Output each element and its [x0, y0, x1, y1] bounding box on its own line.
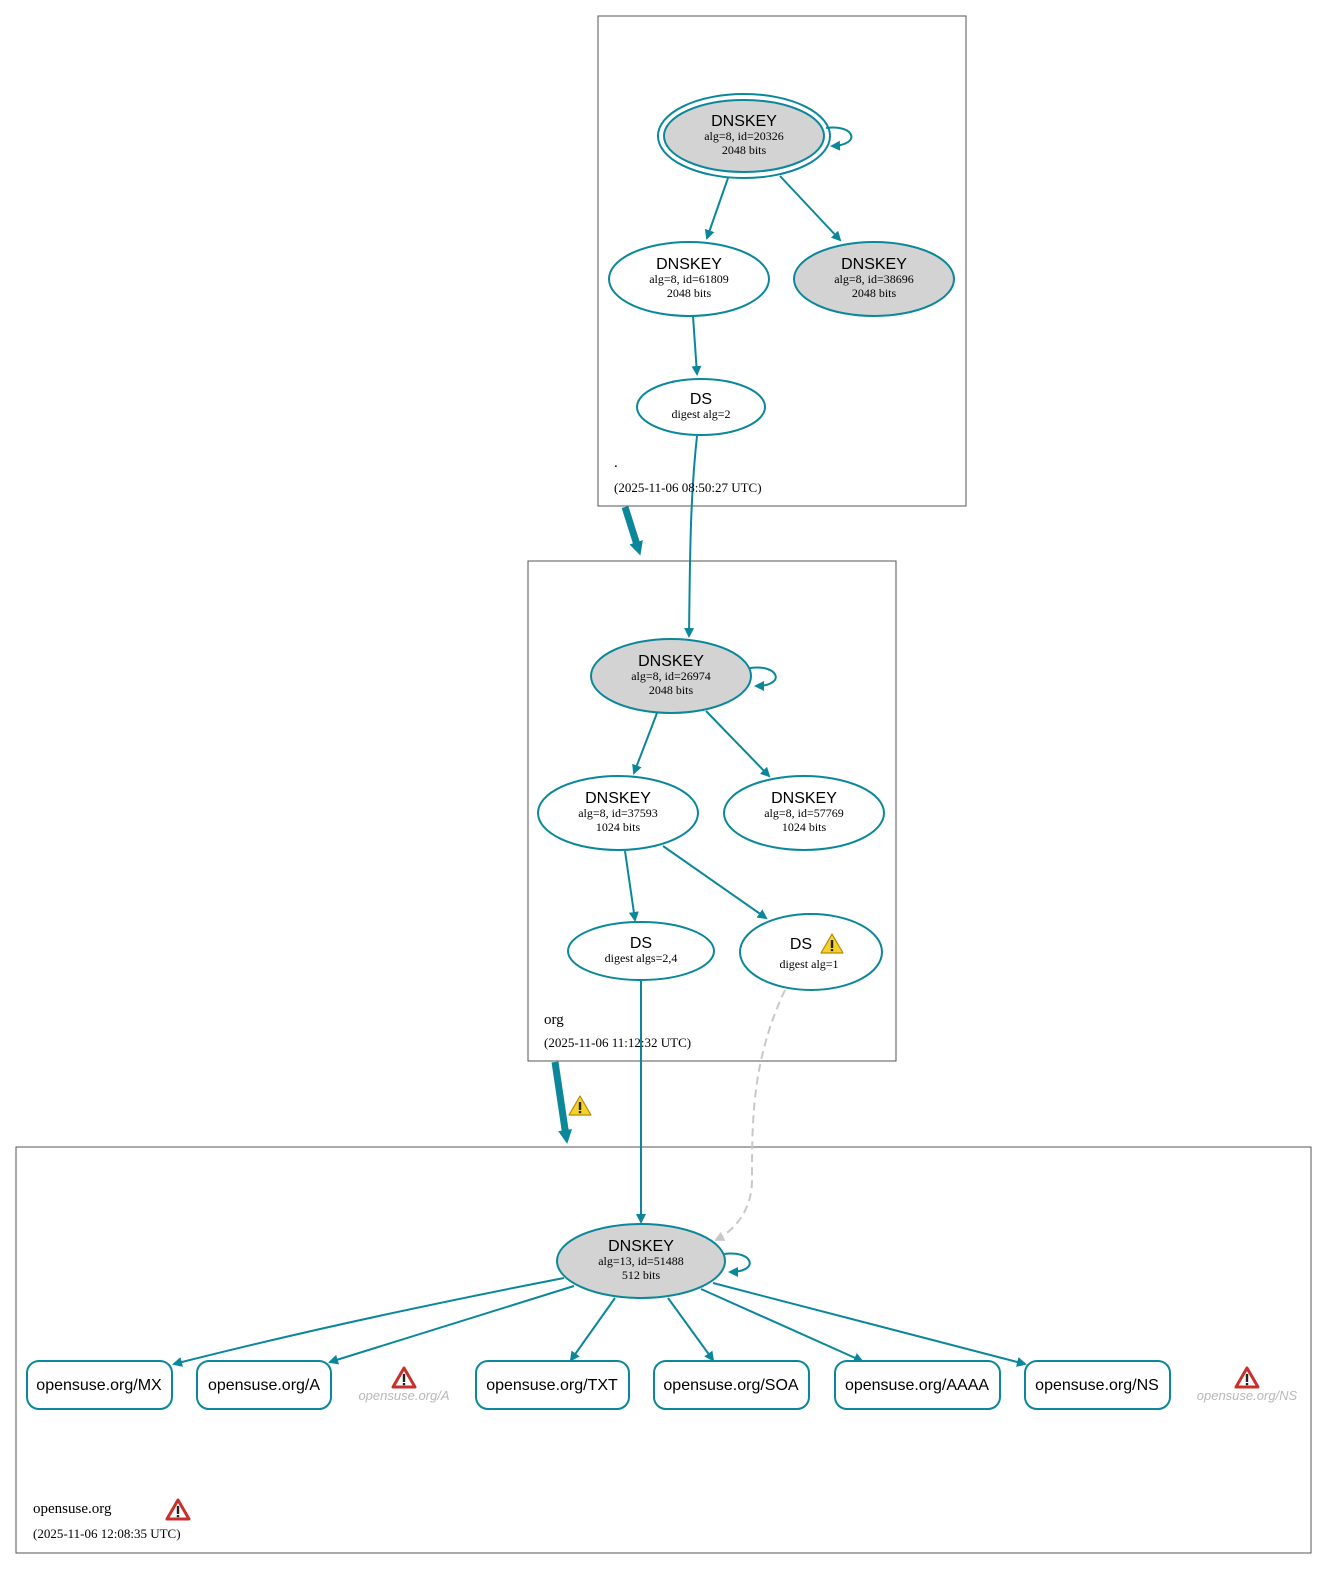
node-org-zsk2-bits: 1024 bits — [782, 820, 827, 834]
node-org-ds1-digest: digest algs=2,4 — [605, 951, 678, 965]
edge-root-ds-org-ksk — [684, 435, 698, 638]
edge-org-ksk-zsk1 — [632, 712, 658, 775]
delegation-arrow-org-opensuse — [551, 1061, 573, 1144]
node-root-key3[interactable]: DNSKEY alg=8, id=38696 2048 bits — [793, 241, 955, 317]
node-org-ds1-title: DS — [630, 935, 652, 952]
zone-org-name: org — [544, 1012, 564, 1028]
node-root-ksk-title: DNSKEY — [711, 113, 777, 130]
rrset-soa-label: opensuse.org/SOA — [663, 1377, 799, 1394]
node-root-ds-title: DS — [690, 391, 712, 408]
node-root-ksk-bits: 2048 bits — [722, 143, 767, 157]
edge-os-key-mx — [172, 1277, 565, 1367]
zone-opensuse-timestamp: (2025-11-06 12:08:35 UTC) — [33, 1526, 181, 1541]
node-root-key3-bits: 2048 bits — [852, 286, 897, 300]
edge-org-zsk1-ds1 — [624, 850, 639, 922]
edge-root-zsk-ds — [691, 315, 702, 376]
zone-org-timestamp: (2025-11-06 11:12:32 UTC) — [544, 1035, 691, 1050]
edge-os-key-ns — [712, 1282, 1027, 1367]
zone-root-box — [597, 15, 967, 507]
node-opensuse-key-id: alg=13, id=51488 — [598, 1254, 684, 1268]
delegation-arrow-root-org — [621, 505, 643, 556]
zone-opensuse-name: opensuse.org — [33, 1501, 112, 1517]
node-org-zsk1-title: DNSKEY — [585, 790, 651, 807]
node-org-ksk[interactable]: DNSKEY alg=8, id=26974 2048 bits — [590, 638, 752, 714]
node-org-ds2-title: DS — [790, 936, 812, 953]
ghost-rrset-ns: opensuse.org/NS — [1197, 1366, 1298, 1403]
edge-root-ksk-key3 — [779, 175, 842, 242]
edge-org-ds2-os-key-dashed — [714, 989, 786, 1241]
rrset-a-label: opensuse.org/A — [208, 1377, 320, 1394]
node-org-zsk1-bits: 1024 bits — [596, 820, 641, 834]
node-org-zsk2-id: alg=8, id=57769 — [764, 806, 844, 820]
edge-org-ksk-zsk2 — [705, 710, 771, 778]
node-opensuse-key-title: DNSKEY — [608, 1238, 674, 1255]
node-org-zsk1[interactable]: DNSKEY alg=8, id=37593 1024 bits — [537, 775, 699, 851]
edge-os-key-soa — [667, 1297, 715, 1362]
edge-os-key-aaaa — [700, 1288, 864, 1363]
node-root-zsk-bits: 2048 bits — [667, 286, 712, 300]
rrset-a[interactable]: opensuse.org/A — [196, 1360, 332, 1410]
rrset-txt-label: opensuse.org/TXT — [486, 1377, 618, 1394]
node-org-ds2-digest: digest alg=1 — [779, 957, 838, 971]
rrset-ns[interactable]: opensuse.org/NS — [1024, 1360, 1171, 1410]
ghost-rrset-a-label: opensuse.org/A — [358, 1388, 449, 1403]
zone-root-timestamp: (2025-11-06 08:50:27 UTC) — [614, 480, 762, 495]
rrset-txt[interactable]: opensuse.org/TXT — [475, 1360, 630, 1410]
zone-root-name: . — [614, 455, 618, 471]
node-org-ksk-title: DNSKEY — [638, 653, 704, 670]
rrset-mx-label: opensuse.org/MX — [36, 1377, 162, 1394]
ghost-rrset-ns-label: opensuse.org/NS — [1197, 1388, 1298, 1403]
zone-org-box — [527, 560, 897, 1062]
error-icon — [1234, 1366, 1260, 1389]
error-icon — [391, 1366, 417, 1389]
node-org-zsk1-id: alg=8, id=37593 — [578, 806, 658, 820]
ghost-rrset-a: opensuse.org/A — [358, 1366, 450, 1403]
edge-org-zsk1-ds2 — [662, 845, 768, 920]
node-root-zsk-id: alg=8, id=61809 — [649, 272, 729, 286]
rrset-aaaa[interactable]: opensuse.org/AAAA — [834, 1360, 1001, 1410]
rrset-soa[interactable]: opensuse.org/SOA — [653, 1360, 810, 1410]
node-root-zsk-title: DNSKEY — [656, 256, 722, 273]
edge-os-key-self — [723, 1252, 751, 1277]
node-org-ds1[interactable]: DS digest algs=2,4 — [567, 921, 715, 981]
edge-root-ksk-self — [825, 126, 853, 151]
node-root-ksk[interactable]: DNSKEY alg=8, id=20326 2048 bits — [657, 93, 831, 179]
rrset-ns-label: opensuse.org/NS — [1035, 1377, 1159, 1394]
node-org-ksk-id: alg=8, id=26974 — [631, 669, 711, 683]
zone-error-icon — [165, 1498, 191, 1521]
node-root-key3-title: DNSKEY — [841, 256, 907, 273]
edge-root-ksk-zsk — [704, 177, 729, 240]
edge-org-ksk-self — [749, 666, 777, 691]
node-root-ds-digest: digest alg=2 — [671, 407, 730, 421]
node-opensuse-key[interactable]: DNSKEY alg=13, id=51488 512 bits — [556, 1223, 726, 1299]
node-opensuse-key-bits: 512 bits — [622, 1268, 661, 1282]
rrset-mx[interactable]: opensuse.org/MX — [26, 1360, 173, 1410]
node-root-key3-id: alg=8, id=38696 — [834, 272, 914, 286]
rrset-aaaa-label: opensuse.org/AAAA — [845, 1377, 989, 1394]
node-root-ksk-id: alg=8, id=20326 — [704, 129, 784, 143]
node-root-ds[interactable]: DS digest alg=2 — [636, 378, 766, 436]
node-org-zsk2-title: DNSKEY — [771, 790, 837, 807]
edge-os-key-a — [328, 1285, 575, 1365]
node-org-zsk2[interactable]: DNSKEY alg=8, id=57769 1024 bits — [723, 775, 885, 851]
node-root-zsk[interactable]: DNSKEY alg=8, id=61809 2048 bits — [608, 241, 770, 317]
zone-opensuse-box — [15, 1146, 1312, 1554]
node-org-ds2[interactable]: DS digest alg=1 — [739, 913, 883, 991]
edge-os-key-txt — [569, 1297, 616, 1362]
node-org-ksk-bits: 2048 bits — [649, 683, 694, 697]
delegation-warning-icon — [568, 1095, 592, 1116]
